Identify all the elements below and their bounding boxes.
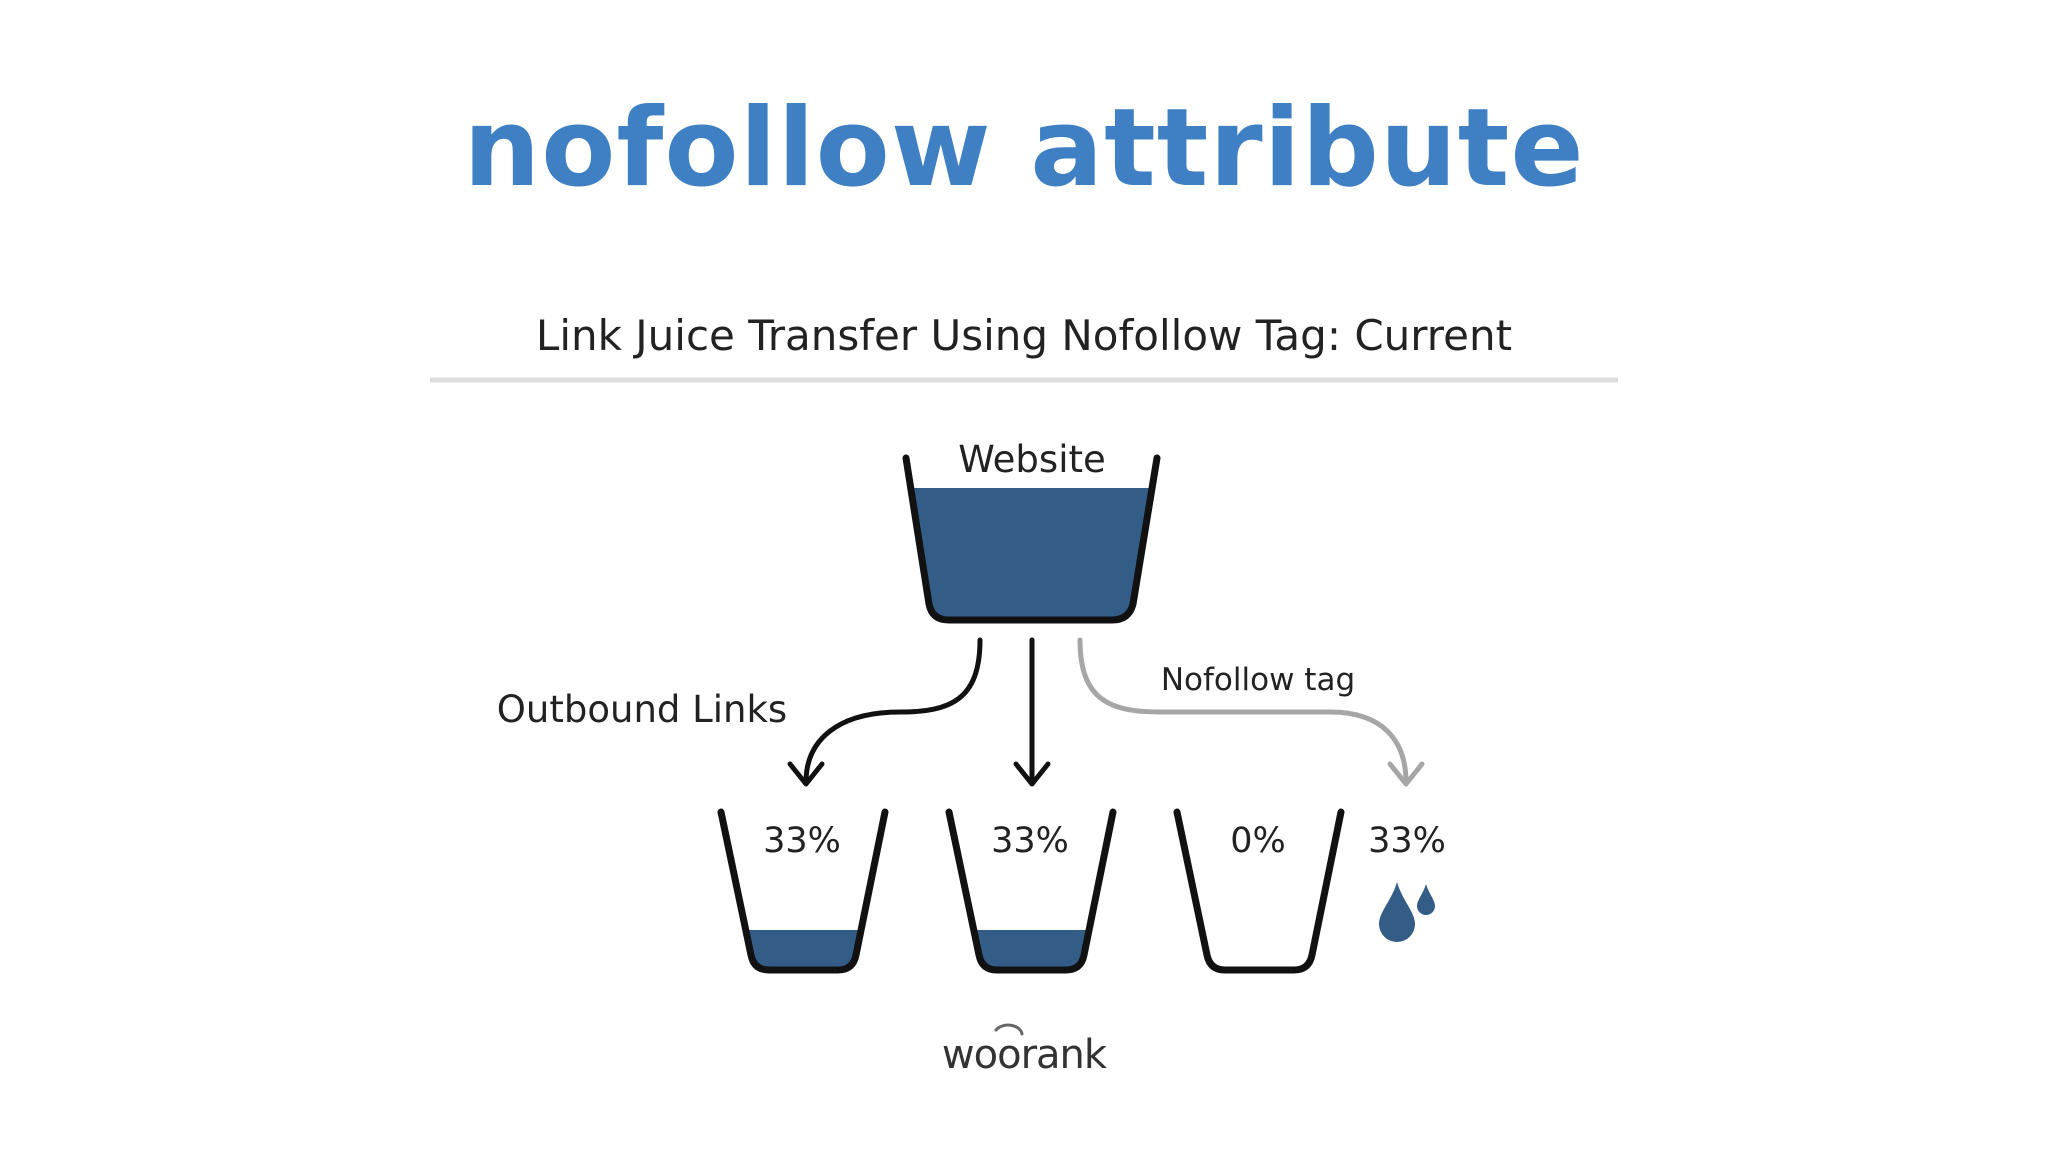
website-bucket — [902, 454, 1161, 624]
page-title: nofollow attribute — [463, 86, 1585, 211]
bucket-3-outline — [1173, 808, 1345, 974]
bucket-2-water — [974, 930, 1089, 970]
bucket-2-percent: 33% — [991, 821, 1069, 861]
outbound-bucket-1 — [717, 808, 889, 974]
outbound-arrow-left — [787, 637, 983, 787]
nofollow-tag-label: Nofollow tag — [1161, 662, 1355, 698]
website-water — [914, 488, 1150, 620]
lost-juice-percent: 33% — [1368, 821, 1446, 861]
website-label: Website — [958, 438, 1106, 481]
svg-text:woorank: woorank — [942, 1032, 1108, 1078]
bucket-1-percent: 33% — [763, 821, 841, 861]
water-drops-icon — [1379, 882, 1435, 942]
website-bucket-outline — [902, 454, 1161, 624]
outbound-links-label: Outbound Links — [497, 688, 787, 731]
nofollow-bucket — [1173, 808, 1345, 974]
bucket-2-outline — [945, 808, 1117, 974]
bucket-1-outline — [717, 808, 889, 974]
outbound-bucket-2 — [945, 808, 1117, 974]
woorank-logo: woorank — [942, 1023, 1109, 1078]
bucket-1-water — [746, 930, 861, 970]
outbound-arrow-center — [1013, 637, 1051, 787]
nofollow-arrow — [1077, 637, 1425, 787]
diagram-subtitle: Link Juice Transfer Using Nofollow Tag: … — [536, 311, 1512, 360]
bucket-3-percent: 0% — [1230, 821, 1286, 861]
